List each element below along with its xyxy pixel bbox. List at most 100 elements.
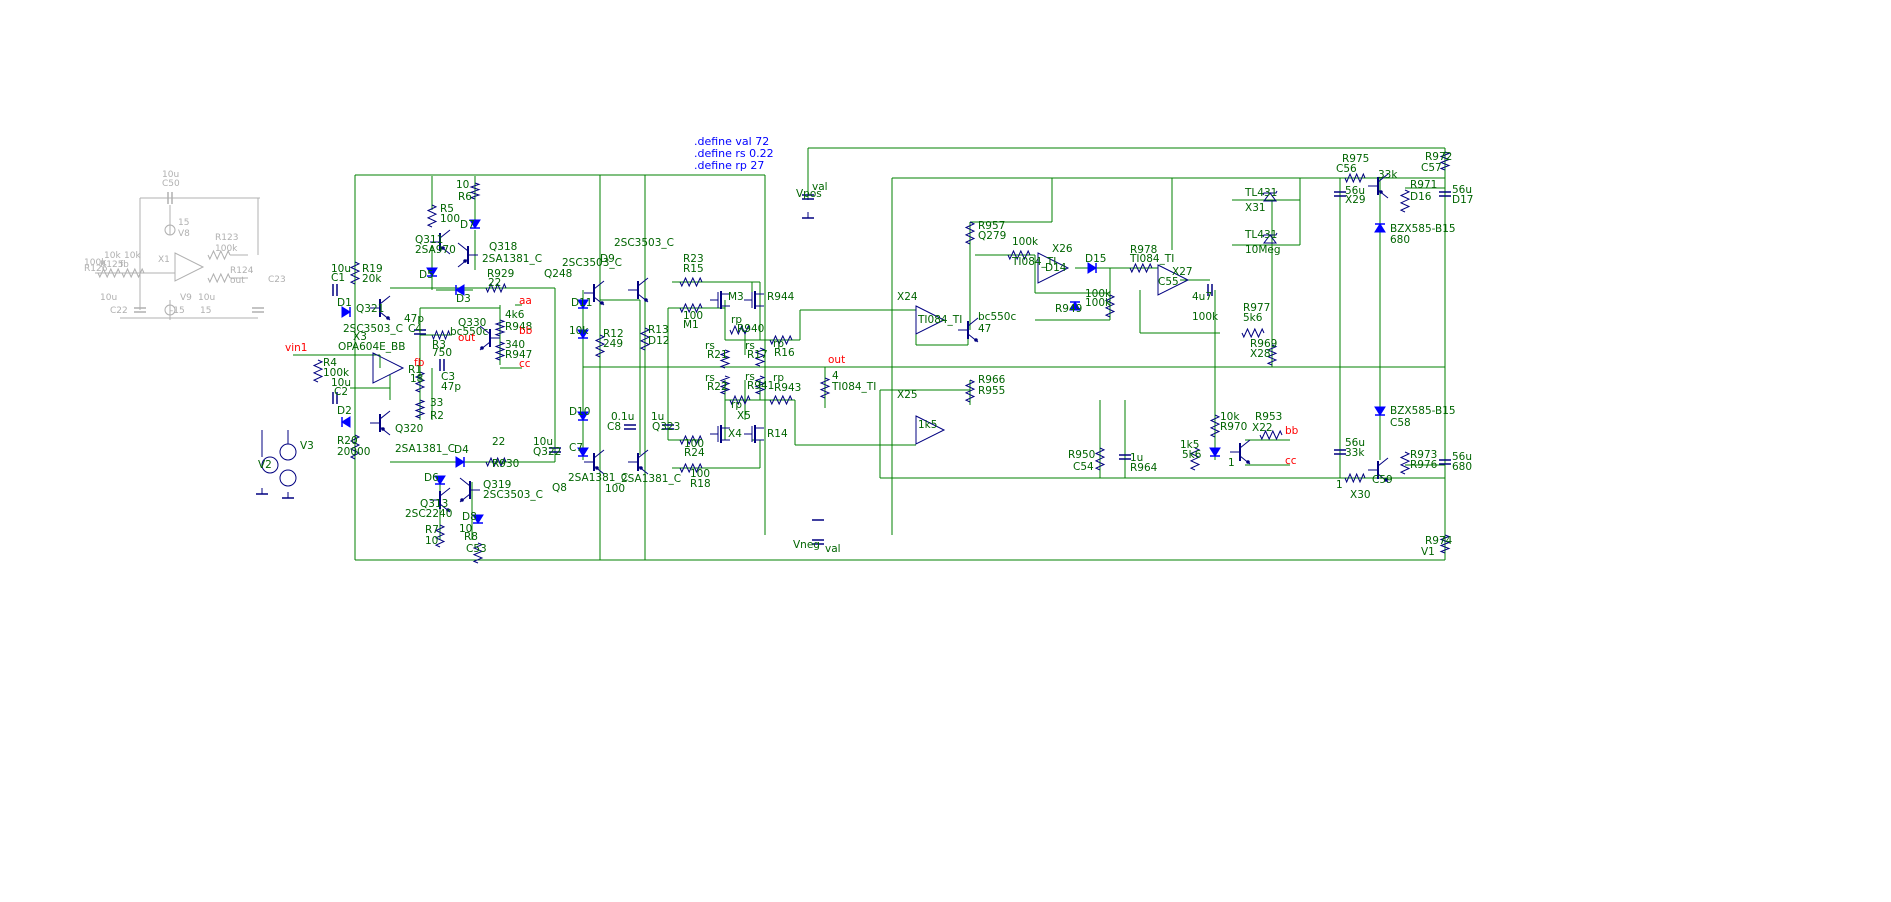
component-label: R974 — [1425, 535, 1453, 547]
resistor-symbol — [719, 375, 731, 395]
component-label: rs — [745, 371, 755, 383]
component-label: 56u — [1345, 437, 1365, 449]
component-label: R13 — [648, 324, 669, 336]
resistor-symbol — [729, 394, 751, 406]
component-label: C54 — [1073, 461, 1094, 473]
transistor-arrow — [644, 298, 648, 302]
component-label: R975 — [1342, 153, 1369, 165]
faded-label: 10k — [124, 251, 141, 261]
component-label: C7 — [569, 442, 583, 454]
component-label: 2SC3503_C — [614, 237, 674, 249]
component-label: TI084_TI — [917, 314, 962, 326]
faded-label: 15 — [178, 218, 189, 228]
component-label: D16 — [1410, 191, 1432, 203]
component-label: BZX585-B15 — [1390, 405, 1456, 417]
resistor-symbol — [639, 327, 651, 351]
transistor-arrow — [1246, 460, 1250, 464]
component-label: C8 — [607, 421, 621, 433]
resistor-symbol — [312, 359, 324, 383]
component-label: D5 — [419, 269, 434, 281]
resistor-symbol — [349, 434, 361, 460]
component-label: R977 — [1243, 302, 1270, 314]
component-label: Q313 — [420, 498, 448, 510]
transistor-arrow — [446, 508, 450, 512]
component-label: C53 — [466, 543, 487, 555]
faded-source — [164, 224, 176, 236]
transistor-arrow — [1379, 190, 1383, 194]
component-label: 10 — [456, 179, 469, 191]
component-label: TI084_TI — [1129, 253, 1174, 265]
component-label: R976 — [1410, 459, 1438, 471]
resistor-symbol — [431, 329, 451, 341]
spice-directive: .define rp 27 — [694, 159, 764, 172]
component-label: C56 — [1336, 163, 1357, 175]
component-label: M3 — [728, 291, 744, 303]
resistor-symbol — [729, 324, 751, 336]
resistor-symbol — [1344, 472, 1366, 484]
component-label: 2SC2240 — [405, 508, 452, 520]
component-label: X3 — [353, 331, 367, 343]
component-label: Q319 — [483, 479, 511, 491]
component-label: 2SA1381_C — [621, 473, 681, 485]
component-label: Q248 — [544, 268, 572, 280]
reference-bar — [1262, 232, 1278, 238]
resistor-symbol — [769, 394, 793, 406]
reference-symbol — [1263, 234, 1277, 244]
component-label: D17 — [1452, 194, 1473, 206]
component-label: M1 — [683, 319, 699, 331]
resistor-symbol — [1344, 172, 1366, 184]
resistor-symbol — [494, 319, 506, 337]
resistor-symbol — [679, 276, 703, 288]
component-label: C1 — [331, 272, 345, 284]
transistor-collector — [967, 317, 979, 327]
component-label: D6 — [424, 472, 439, 484]
resistor-symbol — [1439, 534, 1451, 554]
component-label: C2 — [334, 386, 348, 398]
resistor-symbol — [1399, 189, 1411, 213]
component-label: R23 — [683, 253, 704, 265]
resistor-symbol — [1439, 151, 1451, 171]
component-label: Q8 — [552, 482, 567, 494]
component-label: R944 — [767, 291, 795, 303]
component-label: R973 — [1410, 449, 1437, 461]
component-label: rp — [731, 399, 742, 411]
component-label: R929 — [487, 268, 514, 280]
wire-network — [293, 147, 1446, 561]
component-label: 2SA1381_C — [395, 443, 455, 455]
component-label: X29 — [1345, 194, 1366, 206]
transistor-arrow — [639, 466, 643, 470]
component-label: X28 — [1250, 348, 1271, 360]
component-label: X27 — [1172, 266, 1193, 278]
component-label: R21 — [707, 349, 728, 361]
faded-label: V8 — [178, 229, 190, 239]
component-label: R19 — [362, 263, 383, 275]
diode-symbol — [434, 475, 446, 485]
component-label: 5k6 — [1182, 449, 1202, 461]
component-label: 10k — [569, 325, 589, 337]
component-symbols — [256, 151, 1451, 564]
net-label: bb — [519, 325, 533, 337]
resistor-symbol — [469, 182, 481, 200]
component-label: R18 — [690, 478, 711, 490]
diode-symbol — [577, 329, 589, 339]
component-label: R978 — [1130, 244, 1157, 256]
component-label: R3 — [432, 339, 446, 351]
net-label: cc — [519, 358, 531, 370]
component-label: 5k6 — [1243, 312, 1263, 324]
faded-label: C50 — [162, 179, 180, 189]
component-label: Q321 — [356, 303, 384, 315]
faded-label: V9 — [180, 293, 192, 303]
component-label: 2SC3503_C — [343, 323, 403, 335]
component-label: TI084_TI — [831, 381, 876, 393]
component-label: 2SA970 — [415, 244, 456, 256]
resistor-symbol — [485, 282, 507, 294]
opamp-symbol — [915, 415, 946, 445]
component-label: R14 — [767, 428, 788, 440]
resistor-symbol — [414, 371, 426, 393]
component-label: C3 — [441, 371, 455, 383]
resistor-symbol — [1007, 249, 1031, 261]
component-label: 10u — [331, 377, 351, 389]
component-label: R948 — [505, 321, 532, 333]
component-label: 100k — [323, 367, 350, 379]
component-label: Q320 — [395, 423, 423, 435]
